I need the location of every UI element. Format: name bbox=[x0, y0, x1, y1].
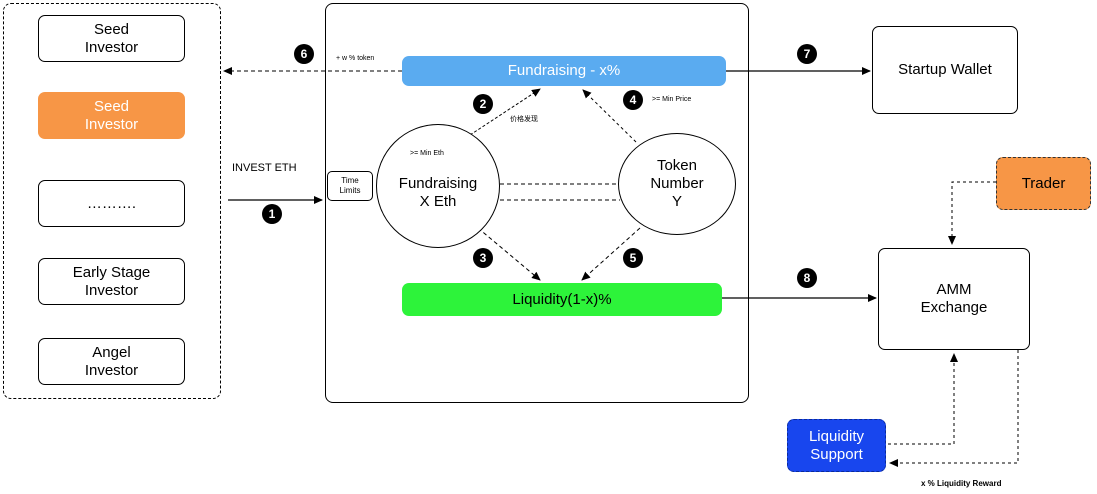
investor-box: Seed Investor bbox=[38, 15, 185, 62]
step-badge-5: 5 bbox=[623, 248, 643, 268]
investor-box: Early Stage Investor bbox=[38, 258, 185, 305]
token-liquidity-arrow bbox=[581, 227, 641, 281]
investor-group bbox=[3, 3, 221, 399]
token-number-circle: Token Number Y bbox=[618, 133, 736, 235]
step-badge-3: 3 bbox=[473, 248, 493, 268]
startup-wallet-box: Startup Wallet bbox=[872, 26, 1018, 114]
step-badge-8: 8 bbox=[797, 268, 817, 288]
step-badge-4: 4 bbox=[623, 90, 643, 110]
min-price-arrow bbox=[582, 89, 637, 143]
price-discovery-label: 价格发现 bbox=[510, 116, 538, 123]
investor-box: ………. bbox=[38, 180, 185, 227]
investor-box: Seed Investor bbox=[38, 92, 185, 139]
liquidity-support-box: Liquidity Support bbox=[787, 419, 886, 472]
step-badge-2: 2 bbox=[473, 94, 493, 114]
invest-eth-label: INVEST ETH bbox=[232, 162, 297, 174]
fundraising-process-container bbox=[325, 3, 749, 403]
liquidity-bar: Liquidity(1-x)% bbox=[402, 283, 722, 316]
fundraising-circle: Fundraising X Eth bbox=[376, 124, 500, 248]
time-limits-box: Time Limits bbox=[327, 171, 373, 201]
step-badge-6: 6 bbox=[294, 44, 314, 64]
min-price-label: >= Min Price bbox=[652, 96, 692, 103]
step-badge-7: 7 bbox=[797, 44, 817, 64]
trader-box: Trader bbox=[996, 157, 1091, 210]
amm-exchange-box: AMM Exchange bbox=[878, 248, 1030, 350]
support-to-amm-arrow bbox=[888, 353, 958, 445]
fundraising-bar: Fundraising - x% bbox=[402, 56, 726, 86]
liquidity-reward-label: x % Liquidity Reward bbox=[921, 479, 1002, 488]
token-reward-label: + w % token bbox=[336, 55, 375, 62]
min-eth-label: >= Min Eth bbox=[410, 150, 444, 157]
investor-box: Angel Investor bbox=[38, 338, 185, 385]
step-badge-1: 1 bbox=[262, 204, 282, 224]
reward-arrow bbox=[889, 350, 1019, 467]
trader-arrow bbox=[948, 181, 996, 245]
price-discovery-arrow bbox=[469, 88, 541, 136]
